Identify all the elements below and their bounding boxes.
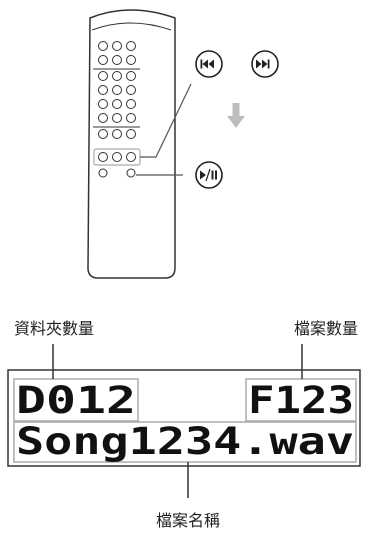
file-count-box <box>245 378 357 422</box>
file-name-label: 檔案名稱 <box>156 511 220 530</box>
remote-top-arc <box>91 22 172 31</box>
file-name-value: Song1234.wav <box>16 420 354 463</box>
remote-highlighted-button <box>126 152 136 162</box>
remote-control <box>87 9 176 279</box>
down-arrow-icon <box>227 103 245 128</box>
folder-count-value: D012 <box>16 379 136 422</box>
folder-count-box <box>13 378 139 422</box>
file-name-box <box>13 421 357 463</box>
play-pause-button-icon: ⏯ <box>195 161 223 189</box>
lcd-display: D012 F123 Song1234.wav <box>7 369 361 467</box>
next-button-icon: ⏭ <box>251 50 279 78</box>
remote-body <box>87 9 176 279</box>
folder-count-label: 資料夾數量 <box>14 319 94 338</box>
prev-button-icon: ⏮ <box>195 50 223 78</box>
lcd-frame <box>7 369 361 467</box>
callout-lines <box>136 83 192 176</box>
remote-button-grid <box>93 41 140 178</box>
leader-lines <box>52 344 303 498</box>
file-count-value: F123 <box>248 379 354 422</box>
file-count-label: 檔案數量 <box>294 319 358 338</box>
